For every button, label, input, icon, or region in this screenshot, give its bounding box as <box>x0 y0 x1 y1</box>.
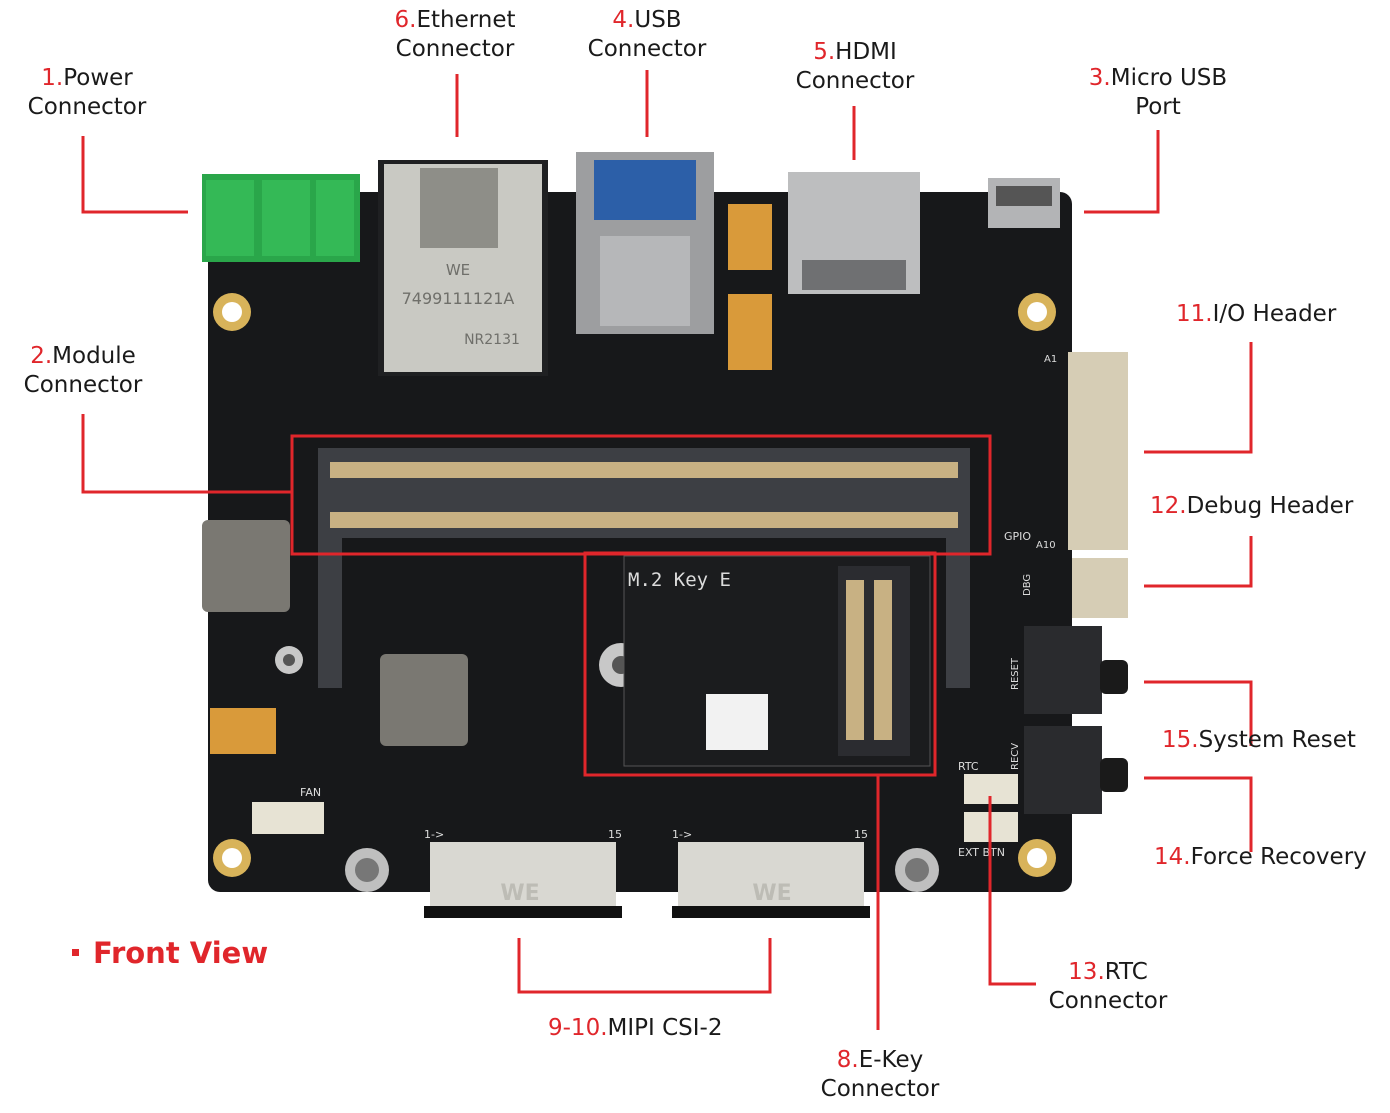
reset-button: RESET <box>1010 626 1128 714</box>
module-socket <box>318 448 970 688</box>
label-io-num: 11. <box>1176 301 1213 327</box>
label-micro-usb-port: 3.Micro USB Port <box>1078 64 1238 122</box>
csi-connector-2: WE 1-> 15 <box>672 828 870 918</box>
hdmi-port <box>788 172 920 294</box>
csi2-end: 15 <box>854 828 868 841</box>
csi1-start: 1-> <box>424 828 444 841</box>
label-mipi-csi: 9-10.MIPI CSI-2 <box>548 1014 722 1043</box>
callout-lines <box>81 70 1253 1030</box>
label-module-line1: Module <box>52 343 136 369</box>
rj45-part-text: 7499111121A <box>402 289 515 308</box>
label-ethernet-line2: Connector <box>395 36 515 62</box>
rj45-code-text: NR2131 <box>464 332 520 348</box>
label-debug-header: 12.Debug Header <box>1150 492 1353 521</box>
ext-btn-silkscreen: EXT BTN <box>958 846 1005 859</box>
recv-silkscreen: RECV <box>1010 743 1021 770</box>
highlight-boxes <box>290 434 992 777</box>
fpc-brand-2: WE <box>752 881 791 906</box>
dbg-silkscreen: DBG <box>1022 574 1033 596</box>
recovery-button: RECV <box>1010 726 1128 814</box>
label-rtc-num: 13. <box>1068 959 1105 985</box>
label-hdmi-num: 5. <box>813 39 836 65</box>
csi2-start: 1-> <box>672 828 692 841</box>
label-debug-num: 12. <box>1150 493 1187 519</box>
label-module-line2: Connector <box>23 372 143 398</box>
label-module-num: 2. <box>30 343 53 369</box>
debug-header: DBG <box>1022 558 1128 618</box>
label-hdmi-line2: Connector <box>795 68 915 94</box>
csi1-end: 15 <box>608 828 622 841</box>
label-power-line2: Connector <box>27 94 147 120</box>
label-ekey-line2: Connector <box>820 1076 940 1102</box>
label-ekey-num: 8. <box>836 1047 859 1073</box>
fpc-brand-1: WE <box>500 881 539 906</box>
inductors <box>202 520 468 746</box>
label-force-recovery: 14.Force Recovery <box>1154 843 1367 872</box>
ethernet-jack: WE 7499111121A NR2131 <box>378 160 548 376</box>
label-ethernet-line1: Ethernet <box>416 7 516 33</box>
label-e-key-connector: 8.E-Key Connector <box>810 1046 950 1104</box>
label-recovery-num: 14. <box>1154 844 1191 870</box>
io-header: A1 A10 GPIO <box>1004 352 1128 551</box>
a1-silkscreen: A1 <box>1044 354 1057 365</box>
tantalum-capacitors <box>210 204 772 754</box>
micro-usb-port <box>988 178 1060 228</box>
a10-silkscreen: A10 <box>1036 540 1056 551</box>
label-usb-line1: USB <box>634 7 682 33</box>
rtc-silkscreen: RTC <box>958 760 979 773</box>
front-view-label: Front View <box>72 936 268 970</box>
label-usb-connector: 4.USB Connector <box>578 6 716 64</box>
label-rtc-line1: RTC <box>1104 959 1148 985</box>
label-io-header: 11.I/O Header <box>1176 300 1336 329</box>
label-hdmi-connector: 5.HDMI Connector <box>786 38 924 96</box>
rj45-brand-text: WE <box>446 261 470 279</box>
gpio-silkscreen: GPIO <box>1004 530 1031 543</box>
label-mipi-num: 9-10. <box>548 1015 608 1041</box>
label-ekey-line1: E-Key <box>858 1047 924 1073</box>
front-view-text: Front View <box>93 936 269 970</box>
usb-port <box>576 152 714 334</box>
mounting-holes <box>213 293 1056 877</box>
label-hdmi-line1: HDMI <box>835 39 897 65</box>
label-system-reset: 15.System Reset <box>1162 726 1356 755</box>
label-usb-num: 4. <box>612 7 635 33</box>
label-microusb-line2: Port <box>1135 94 1181 120</box>
label-reset-line1: System Reset <box>1198 727 1356 753</box>
label-power-connector: 1.Power Connector <box>20 64 154 122</box>
label-ethernet-num: 6. <box>394 7 417 33</box>
bullet-icon <box>72 948 79 956</box>
label-microusb-num: 3. <box>1088 65 1111 91</box>
fan-header: FAN <box>252 786 324 834</box>
label-reset-num: 15. <box>1162 727 1199 753</box>
label-io-line1: I/O Header <box>1212 301 1337 327</box>
label-debug-line1: Debug Header <box>1186 493 1354 519</box>
label-recovery-line1: Force Recovery <box>1190 844 1367 870</box>
label-ethernet-connector: 6.Ethernet Connector <box>384 6 526 64</box>
label-microusb-line1: Micro USB <box>1110 65 1228 91</box>
label-usb-line2: Connector <box>587 36 707 62</box>
m2-silkscreen-label: M.2 Key E <box>628 569 731 591</box>
csi-connector-1: WE 1-> 15 <box>424 828 622 918</box>
label-module-connector: 2.Module Connector <box>16 342 150 400</box>
label-power-line1: Power <box>63 65 133 91</box>
label-power-num: 1. <box>41 65 64 91</box>
reset-silkscreen: RESET <box>1010 657 1021 690</box>
label-mipi-line1: MIPI CSI-2 <box>607 1015 723 1041</box>
m2-slot: M.2 Key E <box>623 555 931 767</box>
power-connector <box>202 174 360 262</box>
label-rtc-connector: 13.RTC Connector <box>1038 958 1178 1016</box>
label-rtc-line2: Connector <box>1048 988 1168 1014</box>
fan-silkscreen: FAN <box>300 786 321 799</box>
